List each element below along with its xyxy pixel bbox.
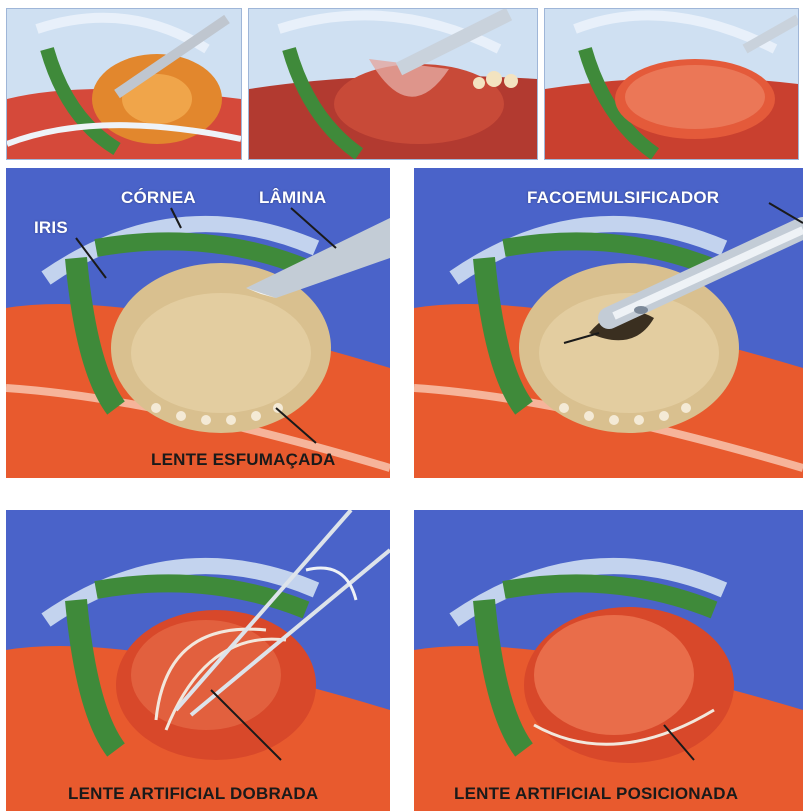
- label-folded-iol: LENTE ARTIFICIAL DOBRADA: [68, 784, 318, 804]
- label-blade: LÂMINA: [259, 188, 326, 208]
- panel-folded-iol: LENTE ARTIFICIAL DOBRADA: [6, 510, 390, 811]
- panel-phaco-illustration: [414, 168, 803, 478]
- panel-phaco: FACOEMULSIFICADOR: [414, 168, 803, 478]
- panel-positioned-iol-illustration: [414, 510, 803, 811]
- panel-folded-iol-illustration: [6, 510, 390, 811]
- thumbnail-2-illustration: [249, 9, 537, 159]
- thumbnail-2: [248, 8, 538, 160]
- label-cornea: CÓRNEA: [121, 188, 196, 208]
- thumbnail-1-illustration: [7, 9, 241, 159]
- label-cloudy-lens: LENTE ESFUMAÇADA: [151, 450, 336, 470]
- label-positioned-iol: LENTE ARTIFICIAL POSICIONADA: [454, 784, 738, 804]
- panel-incision-illustration: [6, 168, 390, 478]
- label-phaco-tool: FACOEMULSIFICADOR: [527, 188, 719, 208]
- thumbnail-3-illustration: [545, 9, 798, 159]
- panel-incision: CÓRNEA LÂMINA IRIS LENTE ESFUMAÇADA: [6, 168, 390, 478]
- panel-positioned-iol: LENTE ARTIFICIAL POSICIONADA: [414, 510, 803, 811]
- thumbnail-1: [6, 8, 242, 160]
- label-iris: IRIS: [34, 218, 68, 238]
- thumbnail-3: [544, 8, 799, 160]
